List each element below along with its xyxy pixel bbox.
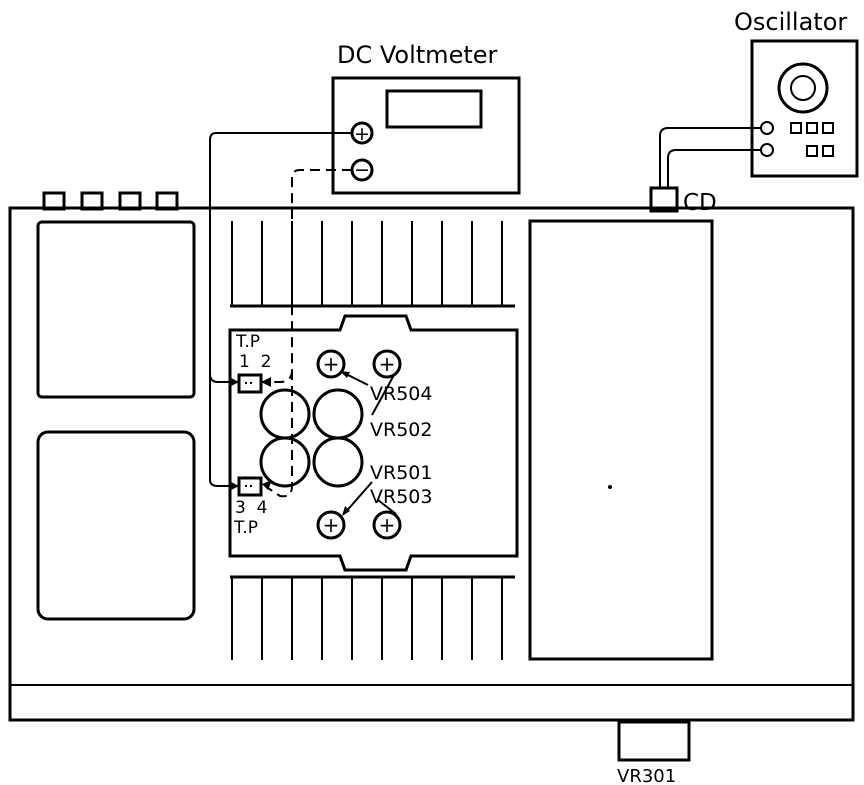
trimmer-vr503[interactable]: + xyxy=(372,510,402,540)
oscillator-dial[interactable] xyxy=(777,62,829,114)
tp-top-numbers: 1 2 xyxy=(239,352,271,372)
output-transistors xyxy=(259,388,364,488)
lower-heatsink xyxy=(230,575,515,660)
small-dot xyxy=(608,485,612,489)
svg-text:+: + xyxy=(354,123,370,145)
tp-bottom-numbers: 3 4 xyxy=(235,498,267,518)
oscillator-cable xyxy=(659,127,761,188)
voltmeter-minus-terminal[interactable]: − xyxy=(350,158,374,182)
arrow-tp2 xyxy=(261,377,271,387)
voltmeter-plus-terminal[interactable]: + xyxy=(350,121,374,145)
trimmer-symbol: + xyxy=(323,513,340,537)
test-point-3-4[interactable] xyxy=(237,476,263,497)
front-knobs xyxy=(42,191,179,211)
oscillator-buttons[interactable] xyxy=(790,122,834,157)
oscillator-output-jacks[interactable] xyxy=(760,121,774,157)
vr301-label: VR301 xyxy=(617,766,676,785)
oscillator-label: Oscillator xyxy=(734,8,847,36)
right-panel xyxy=(528,219,714,661)
vr502-label: VR502 xyxy=(370,419,432,441)
chassis xyxy=(8,191,855,722)
pcb-board xyxy=(228,314,519,572)
vr501-label: VR501 xyxy=(370,462,432,484)
oscillator: Oscillator xyxy=(734,8,859,178)
arrow-tp3 xyxy=(229,481,239,491)
tp-bottom-label: T.P xyxy=(233,518,258,538)
trimmer-symbol: + xyxy=(379,352,396,376)
wire-negative xyxy=(263,169,352,498)
wire-positive xyxy=(209,132,352,487)
voltmeter-label: DC Voltmeter xyxy=(337,41,498,69)
dc-voltmeter: DC Voltmeter + − xyxy=(331,41,521,195)
cd-input-jack[interactable] xyxy=(649,186,679,213)
left-lower-panel xyxy=(36,430,196,621)
upper-heatsink xyxy=(230,221,515,308)
trimmer-symbol: + xyxy=(379,513,396,537)
arrow-tp4 xyxy=(262,480,272,490)
vr504-label: VR504 xyxy=(370,383,432,405)
trimmer-leaders xyxy=(340,371,397,516)
cd-label: CD xyxy=(683,190,717,216)
left-upper-panel xyxy=(36,220,196,399)
tp-top-label: T.P xyxy=(235,332,260,352)
arrow-tp1 xyxy=(229,377,239,387)
svg-text:−: − xyxy=(354,159,370,181)
trimmer-vr504[interactable]: + xyxy=(316,349,346,379)
trimmer-symbol: + xyxy=(323,352,340,376)
voltmeter-display xyxy=(385,89,483,129)
trimmer-vr501[interactable]: + xyxy=(316,510,346,540)
vr301-knob[interactable] xyxy=(617,720,691,762)
trimmer-vr502[interactable]: + xyxy=(372,349,402,379)
vr503-label: VR503 xyxy=(370,486,432,508)
test-point-1-2[interactable] xyxy=(237,373,263,394)
